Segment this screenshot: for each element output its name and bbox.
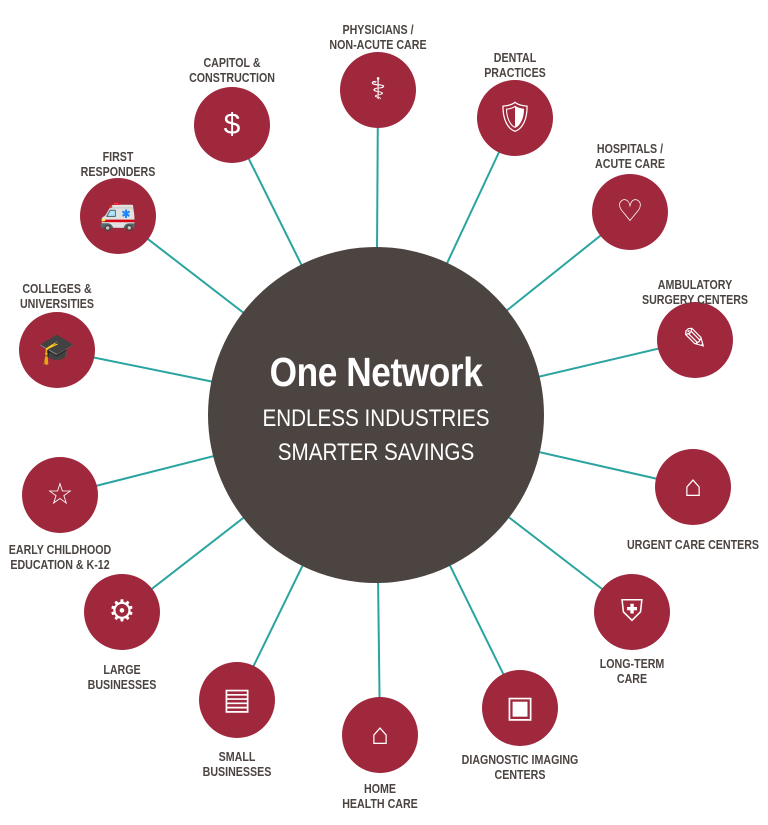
industry-label-line: DENTAL [493, 50, 537, 65]
heart-bandage-icon: ♡ [616, 195, 644, 228]
industry-label-line: BUSINESSES [202, 764, 272, 779]
industry-label-line: SMALL [218, 749, 256, 764]
industry-node: ▣ [482, 670, 558, 746]
hub-title: One Network [269, 349, 483, 395]
industry-label-line: CONSTRUCTION [189, 70, 275, 85]
industry-node: ⚕ [340, 52, 416, 128]
industry-node: ⛨ [594, 574, 670, 650]
industry-label-line: DIAGNOSTIC IMAGING [461, 752, 579, 767]
industry-label-line: LONG-TERM [599, 656, 665, 671]
industry-node: 🚑 [80, 178, 156, 254]
stethoscope-icon: ⚕ [369, 73, 387, 106]
industry-node: ▤ [199, 662, 275, 738]
blocks-icon: ☆ [46, 478, 74, 511]
xray-monitor-icon: ▣ [505, 691, 535, 724]
industry-label-line: AMBULATORY [657, 277, 733, 292]
home-heart-icon: ⌂ [370, 718, 390, 751]
industry-node: ⌂ [655, 449, 731, 525]
graduation-shield-icon: 🎓 [38, 333, 76, 366]
industry-label: PHYSICIANS /NON-ACUTE CARE [296, 22, 460, 52]
industry-label-line: CARE [616, 671, 648, 686]
industry-label-line: PHYSICIANS / [342, 22, 414, 37]
industry-label-line: HEALTH CARE [342, 796, 418, 811]
industry-node: 🎓 [19, 312, 95, 388]
industry-label-line: UNIVERSITIES [19, 296, 95, 311]
industry-label-line: HOME [364, 781, 396, 796]
industry-node: ✎ [657, 302, 733, 378]
industry-node: ♡ [592, 174, 668, 250]
industry-label-line: SURGERY CENTERS [641, 292, 749, 307]
hub-line-1: ENDLESS INDUSTRIES [262, 405, 490, 432]
industry-label: CAPITOL &CONSTRUCTION [150, 55, 314, 85]
industry-label: COLLEGES &UNIVERSITIES [0, 281, 139, 311]
industry-label-line: CENTERS [494, 767, 546, 782]
industry-label-line: NON-ACUTE CARE [329, 37, 427, 52]
industry-node: ☆ [22, 457, 98, 533]
industry-label: URGENT CARE CENTERS [611, 537, 768, 552]
hub-line-2: SMARTER SAVINGS [277, 439, 475, 466]
industry-label-line: URGENT CARE CENTERS [626, 537, 760, 552]
industry-label-line: LARGE [103, 662, 141, 677]
cash-register-icon: ▤ [222, 683, 252, 716]
industry-label: HOSPITALS /ACUTE CARE [548, 141, 712, 171]
center-hub: One Network ENDLESS INDUSTRIES SMARTER S… [208, 247, 544, 583]
industry-node: ⚙ [84, 574, 160, 650]
clinic-house-icon: ⌂ [683, 470, 703, 503]
industry-label-line: COLLEGES & [22, 281, 92, 296]
industry-node: ⌂ [342, 697, 418, 773]
industry-label-line: FIRST [102, 149, 134, 164]
industry-label-line: CAPITOL & [203, 55, 261, 70]
industry-node: $ [194, 87, 270, 163]
industry-node: 🛡 [477, 80, 553, 156]
scalpel-icon: ✎ [682, 323, 708, 356]
industry-label-line: EARLY CHILDHOOD [8, 542, 112, 557]
ambulance-icon: 🚑 [99, 199, 137, 232]
industry-label-line: BUSINESSES [87, 677, 157, 692]
industry-label-line: ACUTE CARE [595, 156, 665, 171]
industry-label-line: HOSPITALS / [596, 141, 664, 156]
industry-label-line: EDUCATION & K-12 [10, 557, 110, 572]
patient-bed-icon: ⛨ [620, 595, 644, 628]
industry-label-line: RESPONDERS [80, 164, 156, 179]
industry-label-line: PRACTICES [484, 65, 546, 80]
hands-gears-icon: ⚙ [108, 595, 136, 628]
tooth-shield-icon: 🛡 [495, 101, 535, 134]
dollar-cycle-icon: $ [223, 108, 241, 141]
